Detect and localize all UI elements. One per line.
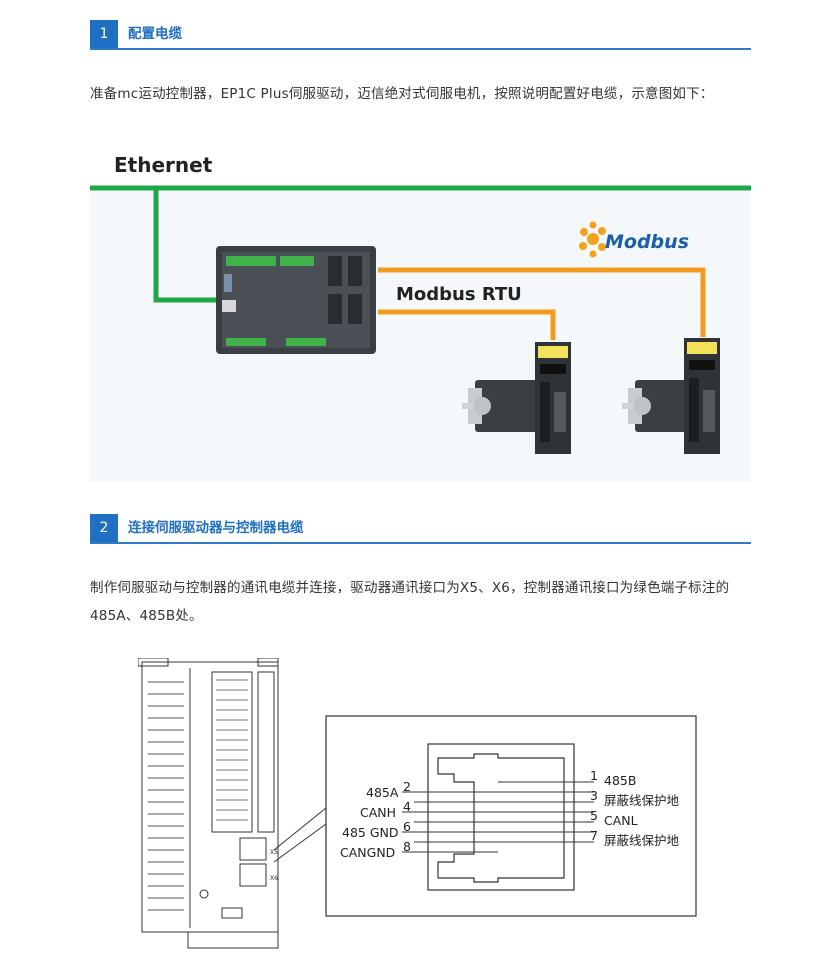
servo-drive-motor-1-image (462, 342, 571, 454)
section-1-paragraph: 准备mc运动控制器，EP1C Plus伺服驱动，迈信绝对式伺服电机，按照说明配置… (90, 86, 714, 102)
pin-5-label: CANL (604, 813, 638, 828)
pin-2-label: 485A (366, 785, 399, 800)
pin-lines (402, 781, 594, 853)
ethernet-drop-line (153, 190, 218, 303)
modbus-rtu-line-1 (378, 309, 556, 340)
pin-6-label: 485 GND (342, 825, 399, 840)
pin-4-label: CANH (360, 805, 396, 820)
rj45-connector-outline (427, 743, 575, 891)
ethernet-label: Ethernet (114, 153, 213, 177)
pin-5-number: 5 (590, 808, 598, 823)
pin-3-label: 屏蔽线保护地 (604, 793, 680, 808)
pin-7-number: 7 (590, 828, 598, 843)
pin-8-label: CANGND (340, 845, 395, 860)
modbus-logo-text: Modbus (605, 231, 689, 253)
pin-7-label: 屏蔽线保护地 (604, 833, 680, 848)
section-1-title: 配置电缆 (128, 26, 182, 42)
port-x6 (239, 863, 267, 887)
port-x5 (239, 837, 267, 861)
pin-6-number: 6 (403, 819, 411, 834)
network-diagram: Ethernet (90, 142, 751, 482)
connector-pinout-diagram: X5 X6 485A 2 CANH 4 (137, 657, 700, 956)
pin-3-number: 3 (590, 788, 598, 803)
pin-1-label: 485B (604, 773, 636, 788)
modbus-logo: Modbus (579, 221, 689, 258)
modbus-rtu-label: Modbus RTU (396, 284, 522, 305)
pinout-callout-box (325, 715, 697, 917)
section-2-paragraph: 制作伺服驱动与控制器的通讯电缆并连接，驱动器通讯接口为X5、X6，控制器通讯接口… (90, 580, 730, 624)
network-diagram-svg: Ethernet (90, 153, 751, 482)
connector-pinout-svg: X5 X6 485A 2 CANH 4 (137, 657, 697, 949)
diagram-background (90, 191, 751, 482)
servo-drive-side-view (137, 657, 327, 949)
port-x6-label: X6 (270, 875, 278, 882)
port-x5-label: X5 (270, 849, 278, 856)
section-1-number: 1 (90, 20, 118, 48)
servo-drive-motor-2-image (622, 338, 720, 454)
section-2-title: 连接伺服驱动器与控制器电缆 (128, 520, 304, 536)
pin-2-number: 2 (403, 779, 411, 794)
section-2-header: 2 连接伺服驱动器与控制器电缆 (90, 514, 751, 544)
section-1-header: 1 配置电缆 (90, 20, 751, 50)
motion-controller-image (216, 246, 376, 354)
pin-8-number: 8 (403, 839, 411, 854)
section-2-number: 2 (90, 514, 118, 542)
pin-1-number: 1 (590, 768, 598, 783)
pin-4-number: 4 (403, 799, 411, 814)
modbus-rtu-line-2 (378, 267, 706, 337)
